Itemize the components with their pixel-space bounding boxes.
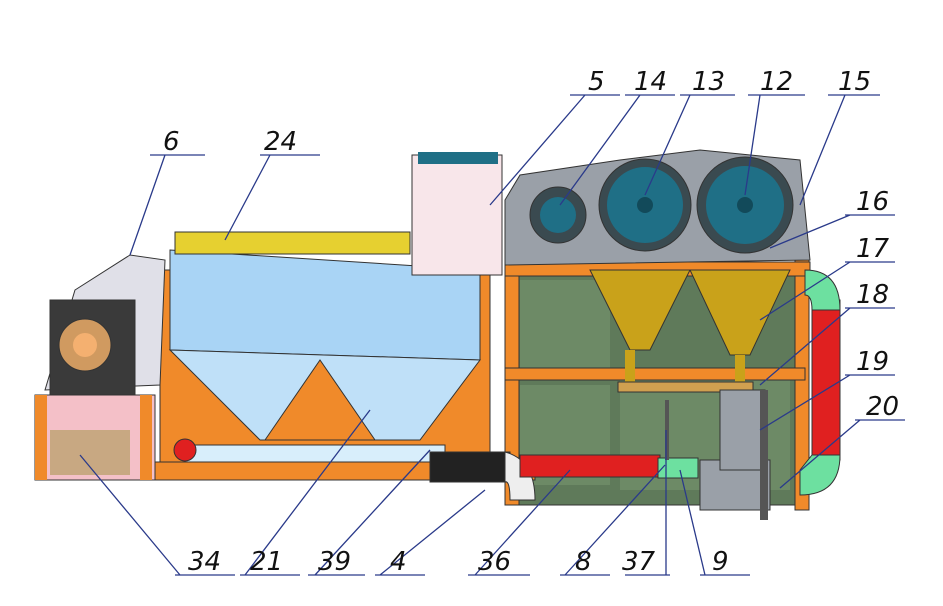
main-tank xyxy=(124,152,536,481)
callout-12: 12 xyxy=(760,67,793,97)
callout-15: 15 xyxy=(838,67,871,97)
drive-unit xyxy=(34,254,166,481)
callout-5: 5 xyxy=(588,67,605,97)
callout-20: 20 xyxy=(866,392,899,422)
callout-14: 14 xyxy=(634,67,667,97)
callout-labels: 6 24 5 14 13 12 15 16 17 18 19 20 34 21 … xyxy=(163,67,899,577)
hoppers xyxy=(589,269,791,393)
callout-17: 17 xyxy=(856,234,890,264)
callout-9: 9 xyxy=(712,547,729,577)
callout-34: 34 xyxy=(188,547,221,577)
callout-18: 18 xyxy=(856,280,889,310)
callout-13: 13 xyxy=(692,67,725,97)
chute-5 xyxy=(411,154,503,276)
roller-housing xyxy=(504,149,811,266)
callout-39: 39 xyxy=(318,547,351,577)
callout-21: 21 xyxy=(250,547,283,577)
callout-36: 36 xyxy=(478,547,511,577)
leader-lines xyxy=(79,94,905,576)
callout-19: 19 xyxy=(856,347,889,377)
callout-8: 8 xyxy=(575,547,592,577)
top-cover-24 xyxy=(174,231,411,255)
callout-24: 24 xyxy=(264,127,297,157)
callout-6: 6 xyxy=(163,127,180,157)
callout-37: 37 xyxy=(622,547,656,577)
callout-4: 4 xyxy=(390,547,407,577)
callout-16: 16 xyxy=(856,187,889,217)
pipes xyxy=(429,269,841,520)
